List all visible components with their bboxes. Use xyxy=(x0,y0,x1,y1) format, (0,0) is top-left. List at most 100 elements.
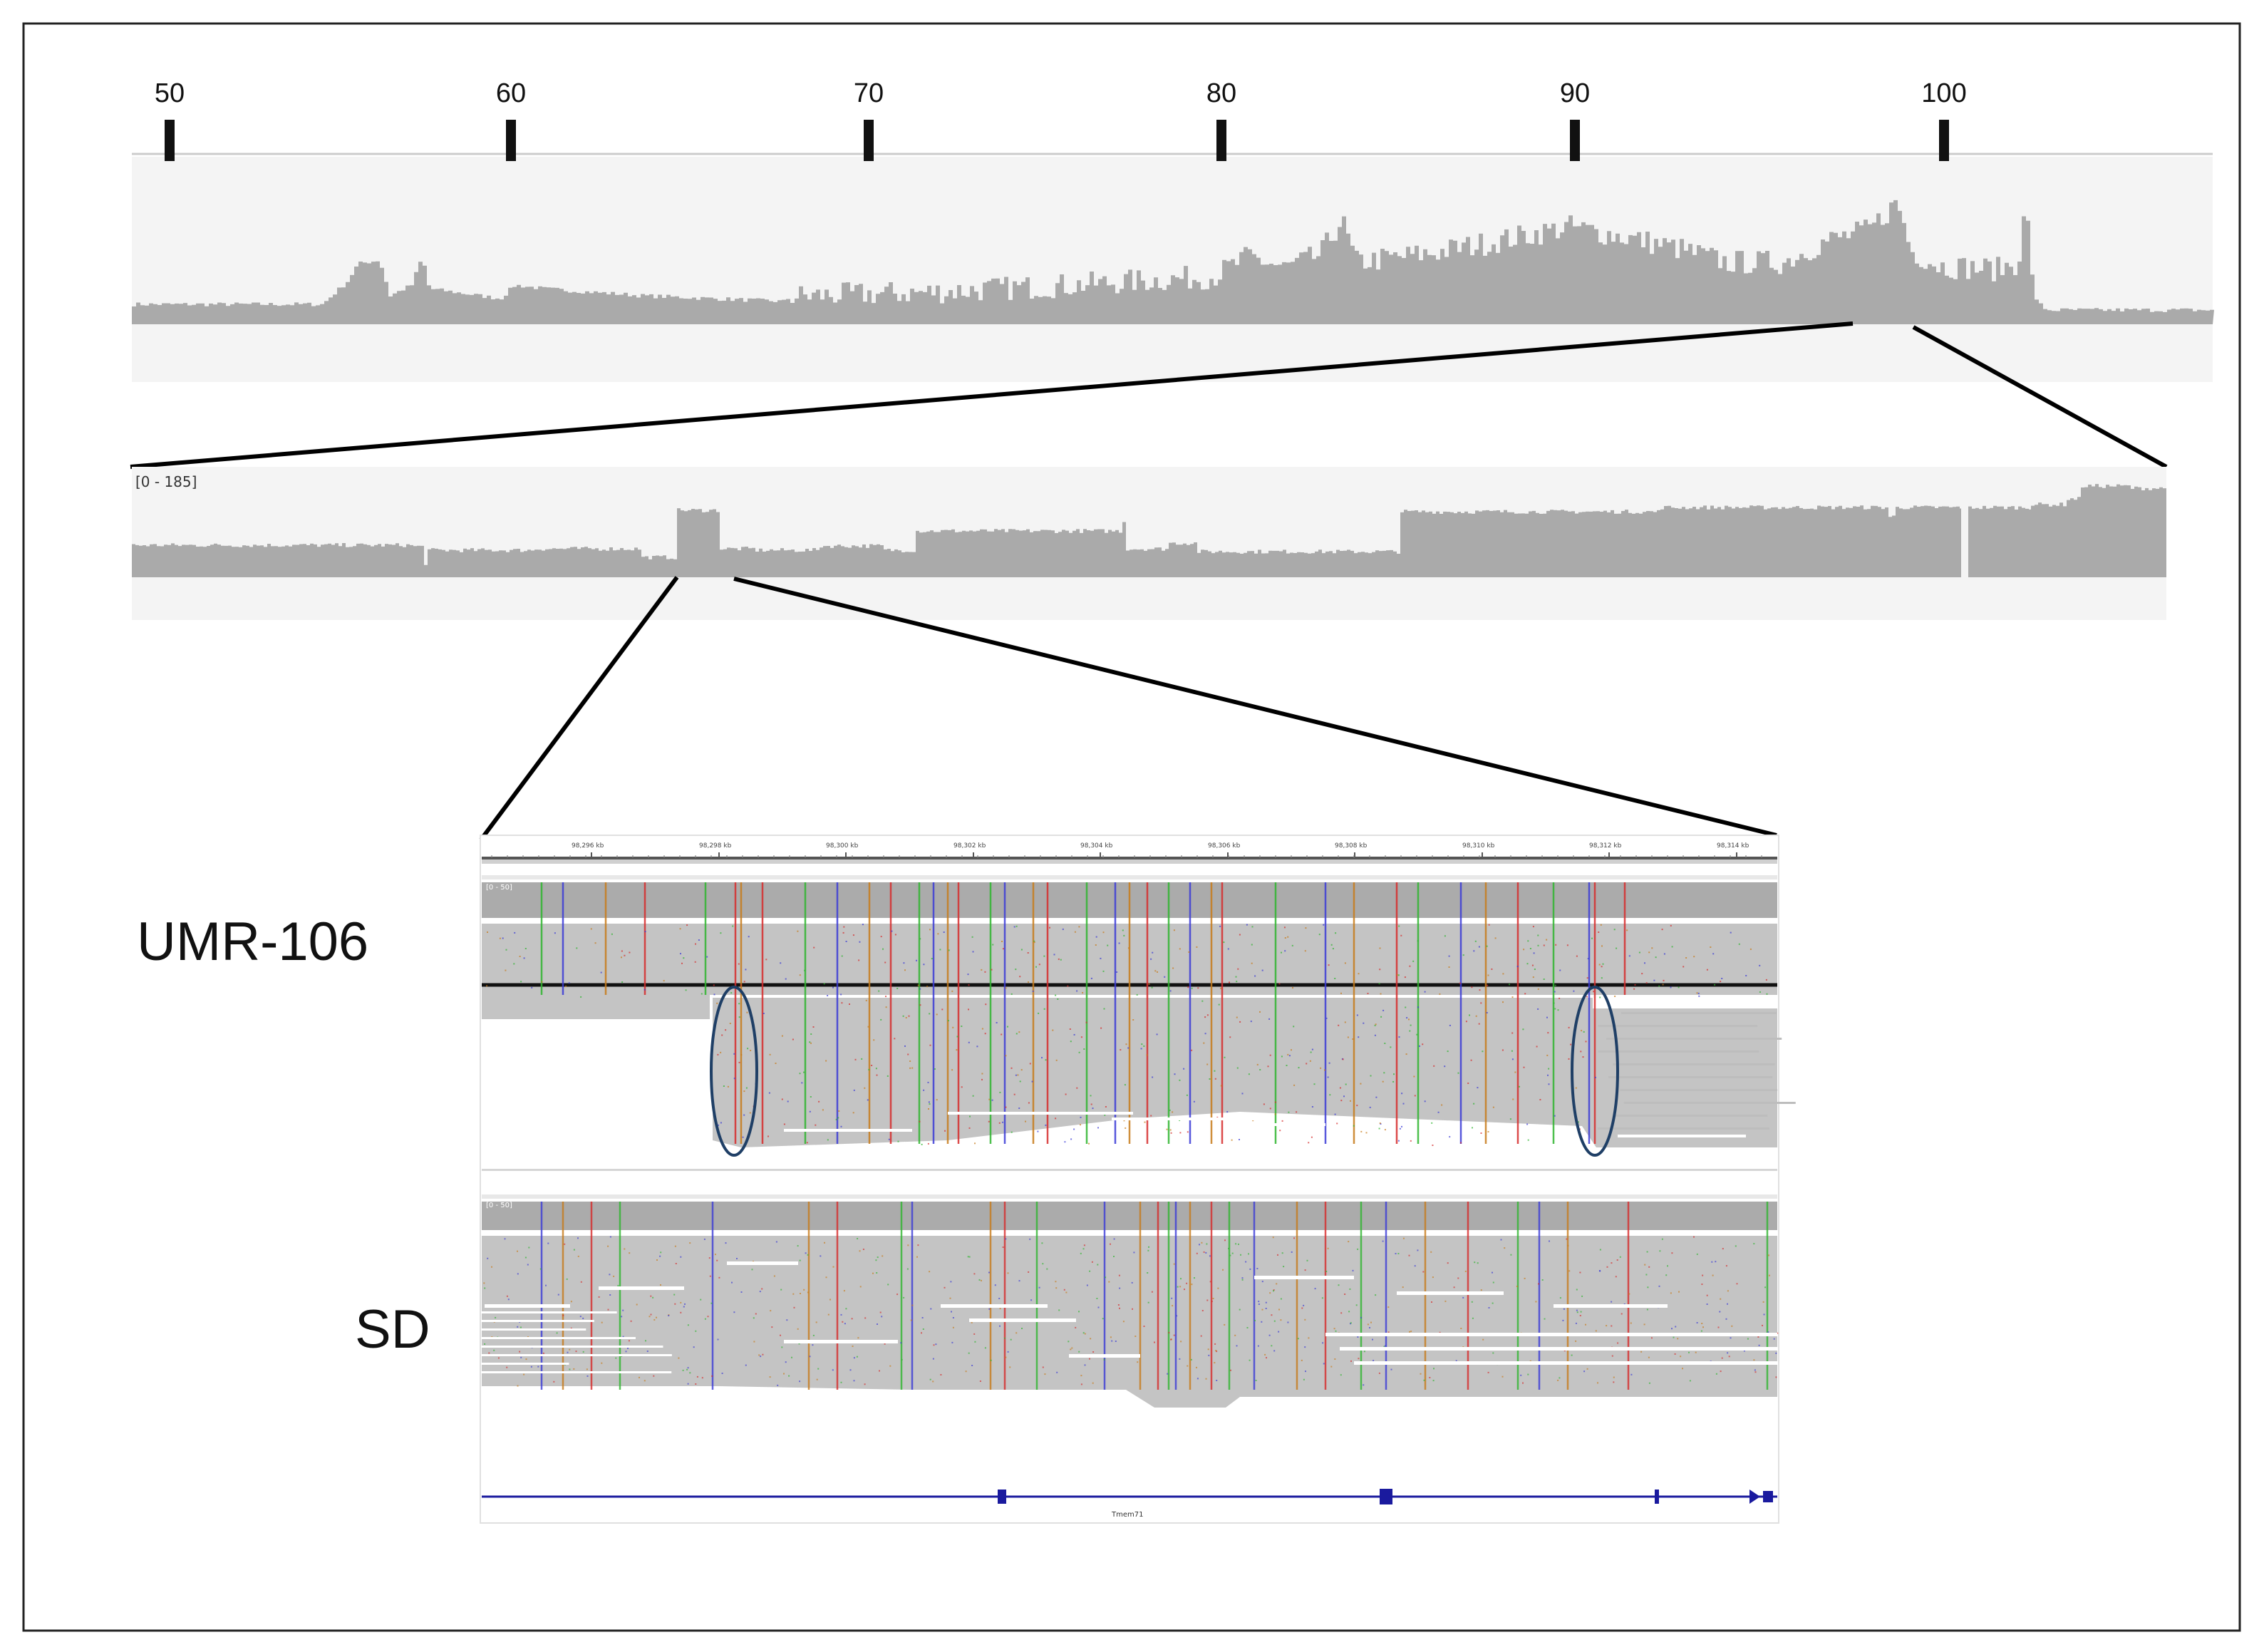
sd-mismatch-dot xyxy=(812,1334,815,1336)
umr-mismatch-dot xyxy=(1065,1093,1067,1095)
sd-mismatch-dot xyxy=(569,1368,571,1370)
umr-mismatch-dot xyxy=(738,1016,740,1018)
sd-mismatch-dot xyxy=(1350,1322,1352,1324)
umr-mismatch-dot xyxy=(1224,1056,1226,1058)
umr-mismatch-dot xyxy=(810,1096,812,1098)
umr-mismatch-dot xyxy=(1616,947,1618,949)
umr-mismatch-dot xyxy=(837,1117,839,1119)
umr-mismatch-dot xyxy=(520,981,522,983)
sd-mismatch-dot xyxy=(1576,1309,1578,1311)
umr-mismatch-dot xyxy=(1173,929,1175,931)
sd-mismatch-dot xyxy=(1117,1304,1120,1306)
sd-mismatch-dot xyxy=(1208,1354,1210,1356)
sd-mismatch-dot xyxy=(519,1351,521,1353)
umr-coverage-background xyxy=(482,875,1777,879)
sd-mismatch-dot xyxy=(1646,1251,1648,1253)
umr-mismatch-dot xyxy=(864,1087,866,1089)
sd-mismatch-dot xyxy=(1201,1310,1204,1311)
umr-mismatch-dot xyxy=(1401,1093,1403,1095)
umr-mismatch-dot xyxy=(853,1089,855,1091)
umr-mismatch-dot xyxy=(1479,989,1481,991)
umr-mismatch-dot xyxy=(1028,981,1029,983)
umr-mismatch-dot xyxy=(1543,979,1545,980)
igv-ruler-tick-label: 98,310 kb xyxy=(1462,842,1495,850)
umr-mismatch-dot xyxy=(1600,924,1602,926)
umr-mismatch-dot xyxy=(1254,975,1256,977)
sd-mismatch-dot xyxy=(933,1344,935,1346)
sd-mismatch-dot xyxy=(1030,1299,1033,1301)
sd-mismatch-dot xyxy=(1731,1325,1733,1327)
sd-mismatch-dot xyxy=(1154,1341,1155,1343)
sd-mismatch-dot xyxy=(1611,1325,1613,1327)
sd-mismatch-dot xyxy=(660,1284,661,1286)
sd-mismatch-dot xyxy=(1224,1323,1226,1326)
sd-mismatch-dot xyxy=(1097,1306,1100,1308)
umr-mismatch-dot xyxy=(717,1124,719,1126)
sd-mismatch-dot xyxy=(773,1275,775,1277)
umr-mismatch-dot xyxy=(1678,986,1680,988)
sd-mismatch-dot xyxy=(911,1304,914,1306)
umr-mismatch-dot xyxy=(1696,992,1698,994)
sd-mismatch-dot xyxy=(1348,1241,1350,1243)
umr-mismatch-dot xyxy=(1057,998,1059,1000)
umr-mismatch-dot xyxy=(1017,1074,1019,1076)
sd-mismatch-dot xyxy=(1464,1270,1467,1272)
umr-mismatch-dot xyxy=(1097,1127,1099,1129)
sd-mismatch-dot xyxy=(1097,1264,1099,1266)
umr-mismatch-dot xyxy=(720,932,722,934)
umr-mismatch-dot xyxy=(1529,948,1531,949)
umr-mismatch-dot xyxy=(701,993,703,995)
sd-mismatch-dot xyxy=(1122,1321,1125,1323)
umr-mismatch-dot xyxy=(611,933,613,935)
umr-mismatch-dot xyxy=(884,961,887,964)
sd-mismatch-dot xyxy=(1360,1316,1362,1318)
sd-mismatch-dot xyxy=(859,1286,862,1288)
umr-mismatch-dot xyxy=(1511,1032,1514,1034)
umr-mismatch-dot xyxy=(1380,1016,1382,1018)
umr-mismatch-dot xyxy=(1494,937,1497,939)
umr-mismatch-dot xyxy=(1157,971,1158,973)
umr-mismatch-dot xyxy=(919,938,921,940)
umr-mismatch-dot xyxy=(840,1125,842,1127)
umr-mismatch-dot xyxy=(832,986,834,988)
sd-mismatch-dot xyxy=(488,1352,490,1354)
sd-mismatch-dot xyxy=(1727,1290,1729,1292)
umr-mismatch-dot xyxy=(1010,1067,1013,1069)
sd-mismatch-dot xyxy=(1344,1294,1346,1295)
umr-mismatch-dot xyxy=(1663,979,1665,981)
umr-mismatch-dot xyxy=(1344,1021,1346,1023)
umr-mismatch-dot xyxy=(1174,1073,1176,1075)
sd-mismatch-dot xyxy=(1132,1308,1133,1310)
sd-mismatch-dot xyxy=(1349,1288,1351,1290)
sd-read-gap xyxy=(784,1340,898,1343)
umr-mismatch-dot xyxy=(1352,1038,1354,1040)
umr-mismatch-dot xyxy=(1141,1043,1143,1046)
sd-mismatch-dot xyxy=(483,1282,485,1284)
sd-mismatch-dot xyxy=(922,1328,924,1330)
umr-mismatch-dot xyxy=(1123,934,1125,936)
umr-mismatch-dot xyxy=(1554,1008,1556,1010)
umr-mismatch-dot xyxy=(928,1108,929,1110)
umr-mismatch-dot xyxy=(1460,1142,1462,1144)
sd-mismatch-dot xyxy=(1283,1266,1285,1268)
sd-mismatch-dot xyxy=(1007,1351,1009,1353)
sd-mismatch-dot xyxy=(1147,1272,1149,1274)
umr-mismatch-dot xyxy=(1509,1118,1511,1120)
umr-mismatch-dot xyxy=(1144,1121,1146,1123)
gene-exon-2 xyxy=(1380,1489,1392,1504)
sd-mismatch-dot xyxy=(1717,1326,1720,1328)
umr-mismatch-dot xyxy=(1251,926,1254,928)
sd-mismatch-dot xyxy=(929,1271,931,1273)
sd-mismatch-dot xyxy=(950,1281,952,1283)
umr-mismatch-dot xyxy=(1356,1014,1358,1016)
umr-mismatch-dot xyxy=(1559,997,1561,999)
umr-mismatch-dot xyxy=(1269,1108,1271,1110)
sd-mismatch-dot xyxy=(952,1326,954,1328)
umr-mismatch-dot xyxy=(1390,1046,1392,1048)
sd-mismatch-dot xyxy=(940,1374,942,1375)
sd-mismatch-dot xyxy=(652,1296,654,1299)
umr-mismatch-dot xyxy=(1469,1014,1470,1016)
umr-mismatch-dot xyxy=(1365,1132,1368,1134)
sd-left-gap xyxy=(482,1311,617,1313)
umr-mismatch-dot xyxy=(902,1015,904,1017)
